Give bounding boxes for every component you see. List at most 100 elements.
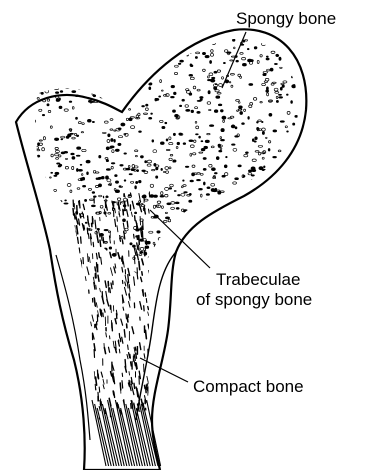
spongy-dot bbox=[235, 204, 239, 207]
spongy-dot bbox=[283, 259, 285, 261]
spongy-dot bbox=[209, 125, 213, 127]
spongy-dot bbox=[78, 169, 82, 171]
trabecula-streak bbox=[146, 299, 147, 303]
trabecula-streak bbox=[87, 228, 88, 234]
spongy-dot bbox=[107, 46, 111, 49]
spongy-dot bbox=[276, 240, 279, 242]
spongy-dot bbox=[105, 93, 108, 96]
spongy-dot bbox=[286, 248, 290, 251]
spongy-dot bbox=[248, 237, 250, 239]
spongy-dot bbox=[299, 252, 302, 255]
spongy-dot bbox=[73, 85, 75, 87]
trabecula-streak bbox=[69, 394, 70, 398]
trabecula-streak bbox=[69, 384, 70, 389]
spongy-dot bbox=[69, 101, 72, 102]
spongy-dot bbox=[59, 66, 63, 67]
spongy-dot bbox=[291, 233, 295, 235]
spongy-dot bbox=[274, 63, 277, 64]
spongy-dot bbox=[115, 181, 118, 183]
trabeculae-label-line1: Trabeculae bbox=[216, 270, 300, 289]
spongy-dot bbox=[54, 88, 58, 90]
trabecula-streak bbox=[98, 374, 99, 379]
spongy-dot bbox=[196, 248, 200, 251]
spongy-dot bbox=[46, 258, 50, 261]
spongy-dot bbox=[87, 172, 89, 175]
trabecula-streak bbox=[68, 417, 69, 425]
spongy-dot bbox=[199, 136, 201, 138]
spongy-dot bbox=[145, 161, 147, 163]
spongy-dot bbox=[235, 178, 239, 180]
spongy-dot bbox=[238, 165, 241, 167]
spongy-dot bbox=[197, 262, 201, 265]
spongy-dot bbox=[281, 34, 285, 37]
spongy-dot bbox=[195, 57, 197, 59]
trabecula-streak bbox=[139, 236, 140, 245]
spongy-dot bbox=[286, 94, 288, 95]
spongy-dot bbox=[195, 260, 199, 262]
trabecula-streak bbox=[96, 264, 97, 268]
trabecula-streak bbox=[120, 238, 121, 241]
spongy-dot bbox=[240, 210, 243, 211]
spongy-dot bbox=[116, 79, 120, 81]
spongy-dot bbox=[222, 251, 225, 254]
spongy-dot bbox=[186, 109, 190, 111]
spongy-dot bbox=[178, 195, 181, 196]
spongy-dot bbox=[203, 182, 205, 185]
spongy-dot bbox=[223, 208, 225, 211]
spongy-dot bbox=[240, 112, 243, 115]
spongy-dot bbox=[284, 217, 287, 219]
spongy-dot bbox=[203, 267, 205, 269]
spongy-dot bbox=[241, 203, 245, 206]
spongy-dot bbox=[222, 175, 225, 177]
spongy-dot bbox=[65, 200, 67, 201]
spongy-dot bbox=[30, 215, 33, 218]
spongy-dot bbox=[203, 234, 205, 237]
spongy-dot bbox=[220, 110, 223, 112]
spongy-dot bbox=[118, 77, 121, 79]
trabecula-streak bbox=[100, 309, 101, 315]
spongy-dot bbox=[265, 233, 267, 235]
spongy-dot bbox=[214, 173, 217, 174]
spongy-dot bbox=[115, 175, 118, 177]
spongy-dot bbox=[227, 225, 231, 227]
spongy-dot bbox=[154, 195, 158, 197]
spongy-dot bbox=[87, 53, 90, 54]
spongy-dot bbox=[131, 86, 135, 88]
spongy-dot bbox=[117, 105, 119, 108]
spongy-dot bbox=[208, 91, 210, 94]
spongy-dot bbox=[198, 252, 202, 254]
spongy-dot bbox=[58, 54, 62, 56]
trabecula-streak bbox=[144, 385, 145, 388]
spongy-dot bbox=[273, 130, 277, 132]
spongy-dot bbox=[141, 77, 143, 79]
spongy-dot bbox=[47, 52, 50, 55]
trabecula-streak bbox=[123, 307, 124, 310]
spongy-dot bbox=[204, 255, 206, 256]
spongy-dot bbox=[182, 99, 185, 101]
trabecula-streak bbox=[66, 425, 67, 431]
spongy-dot bbox=[37, 98, 39, 100]
spongy-dot bbox=[37, 155, 40, 157]
trabecula-streak bbox=[66, 388, 67, 393]
spongy-dot bbox=[274, 213, 276, 215]
spongy-dot bbox=[249, 241, 253, 243]
spongy-dot bbox=[36, 49, 39, 52]
spongy-dot bbox=[280, 121, 284, 123]
spongy-dot bbox=[55, 138, 59, 141]
spongy-dot bbox=[281, 213, 284, 216]
trabecula-streak bbox=[95, 385, 96, 390]
spongy-dot bbox=[283, 232, 285, 234]
spongy-dot bbox=[276, 100, 278, 102]
spongy-dot bbox=[189, 140, 193, 142]
spongy-dot bbox=[95, 72, 99, 74]
spongy-dot bbox=[260, 197, 263, 199]
spongy-dot bbox=[36, 279, 40, 281]
trabecula-streak bbox=[79, 248, 80, 253]
spongy-dot bbox=[104, 229, 108, 230]
spongy-dot bbox=[232, 144, 236, 145]
spongy-dot bbox=[203, 158, 206, 160]
spongy-dot bbox=[132, 245, 135, 247]
spongy-dot bbox=[278, 218, 280, 221]
spongy-dot bbox=[162, 57, 164, 59]
spongy-dot bbox=[212, 229, 216, 232]
